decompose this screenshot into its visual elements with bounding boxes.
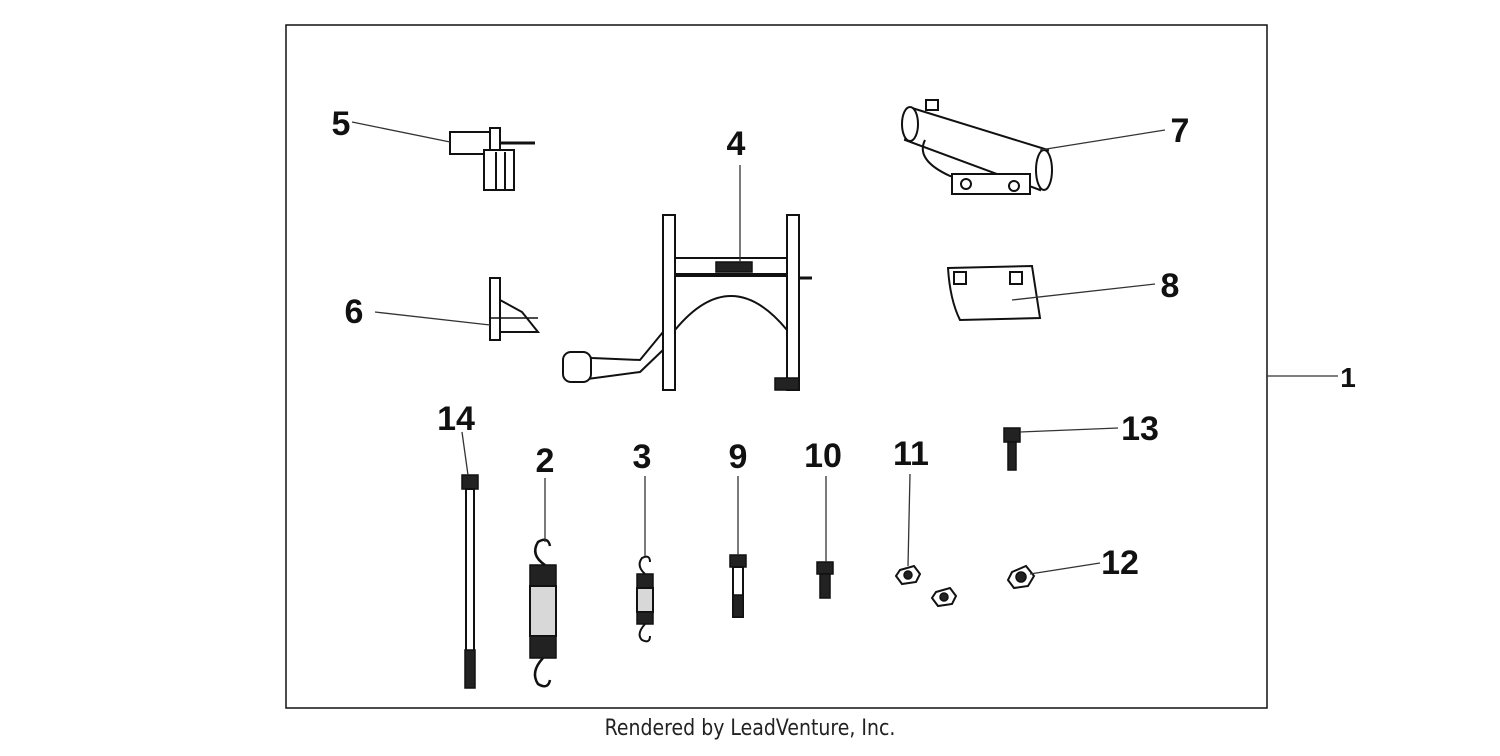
callout-12: 12 — [1101, 544, 1139, 582]
leader-12 — [1029, 562, 1101, 575]
callout-5: 5 — [332, 105, 351, 143]
part-8-cover — [946, 264, 1042, 322]
part-14-long-bolt — [461, 474, 479, 689]
callout-14: 14 — [437, 400, 475, 438]
callout-6: 6 — [345, 293, 364, 331]
part-4-main-stand — [562, 214, 812, 391]
assembly-frame — [285, 24, 1268, 709]
part-11-nuts — [894, 564, 958, 608]
callout-9: 9 — [729, 438, 748, 476]
leader-6 — [374, 311, 491, 326]
leader-5 — [351, 121, 451, 143]
diagram-canvas: 5 6 4 7 8 1 14 2 3 9 10 11 13 12 — [285, 24, 1356, 709]
leader-8 — [1011, 283, 1156, 301]
part-13-bolt — [1003, 427, 1021, 471]
part-3-small-spring — [636, 555, 654, 643]
part-6-bracket — [489, 277, 541, 341]
callout-1: 1 — [1340, 362, 1356, 393]
part-12-flange-nut — [1006, 564, 1036, 590]
footer-credit: Rendered by LeadVenture, Inc. — [604, 716, 896, 741]
part-5-switch — [449, 127, 535, 191]
leader-13 — [1019, 427, 1119, 433]
leader-14 — [461, 431, 469, 476]
part-10-short-bolt — [816, 561, 834, 599]
callout-7: 7 — [1171, 112, 1190, 150]
part-2-spring — [529, 538, 557, 688]
callout-3: 3 — [633, 438, 652, 476]
leader-7 — [1039, 129, 1166, 151]
part-9-bolt — [729, 554, 747, 618]
callout-8: 8 — [1161, 267, 1180, 305]
callout-10: 10 — [804, 437, 842, 475]
callout-4: 4 — [727, 125, 746, 163]
leader-11 — [907, 473, 911, 567]
part-7-pipe-pedal — [901, 99, 1053, 195]
callout-11: 11 — [893, 435, 929, 473]
callout-13: 13 — [1121, 410, 1159, 448]
callout-2: 2 — [536, 442, 555, 480]
